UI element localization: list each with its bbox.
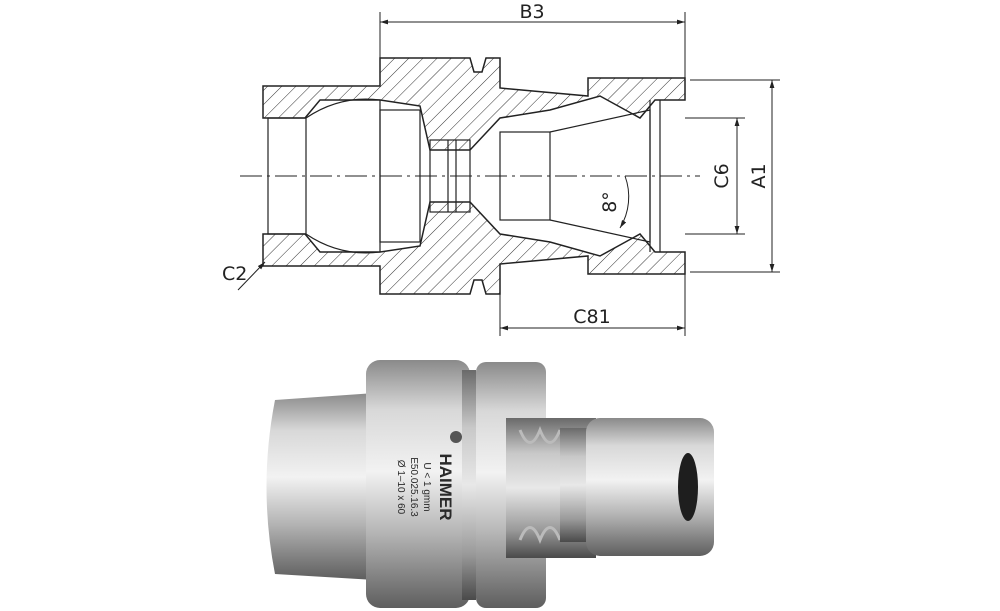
dim-a1: A1: [748, 163, 770, 188]
engraving-line-1: U < 1 gmm: [421, 462, 432, 511]
engraving-line-3: Ø 1–10 x 60: [395, 460, 406, 515]
coolant-screw: [450, 431, 462, 443]
dim-b3: B3: [519, 1, 544, 23]
dim-c2: C2: [222, 263, 247, 285]
clamping-nut: [586, 418, 714, 556]
dim-c81: C81: [573, 306, 610, 328]
collet-bore: [678, 453, 698, 521]
dim-c6: C6: [711, 163, 733, 188]
section-lower-half: [262, 201, 686, 295]
cross-section: [240, 57, 700, 295]
thread: [560, 428, 588, 542]
main-body: [366, 360, 470, 608]
dimensions: [237, 12, 780, 336]
brand-logo: HAIMER: [436, 453, 455, 520]
product-photo: HAIMER U < 1 gmm E50.025.16.3 Ø 1–10 x 6…: [266, 360, 714, 608]
engraving-line-2: E50.025.16.3: [408, 457, 419, 517]
dim-angle: 8°: [599, 191, 621, 213]
section-upper-half: [262, 57, 686, 151]
hsk-taper: [266, 393, 375, 580]
